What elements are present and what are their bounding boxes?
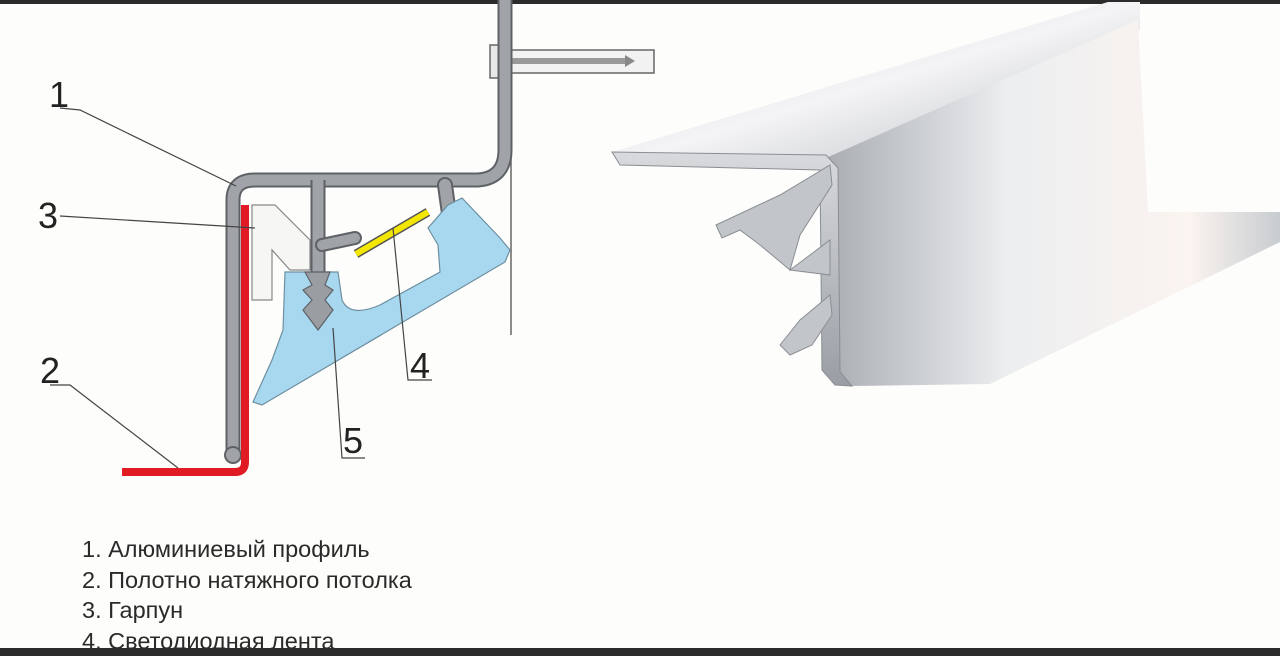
legend-item: 3. Гарпун: [82, 597, 184, 623]
screw: [489, 44, 655, 79]
top-border: [0, 0, 1280, 4]
profile-3d-render: [611, 2, 1280, 387]
harpoon: [251, 204, 311, 301]
leader-lines: [50, 107, 432, 469]
aluminium-profile: [224, 0, 513, 464]
callout-4: 4: [410, 345, 430, 386]
ceiling-canvas: [122, 205, 249, 476]
legend: 1. Алюминиевый профиль 2. Полотно натяжн…: [82, 534, 412, 656]
callout-2: 2: [40, 350, 60, 391]
diffuser-insert: [252, 197, 511, 406]
harpoon-tooth: [302, 271, 334, 331]
bottom-border: [0, 648, 1280, 656]
callout-3: 3: [38, 195, 58, 236]
callout-5: 5: [343, 420, 363, 461]
led-strip-fill: [354, 209, 430, 257]
callout-1: 1: [49, 74, 69, 115]
legend-item: 1. Алюминиевый профиль: [82, 536, 370, 562]
legend-item: 2. Полотно натяжного потолка: [82, 566, 412, 593]
